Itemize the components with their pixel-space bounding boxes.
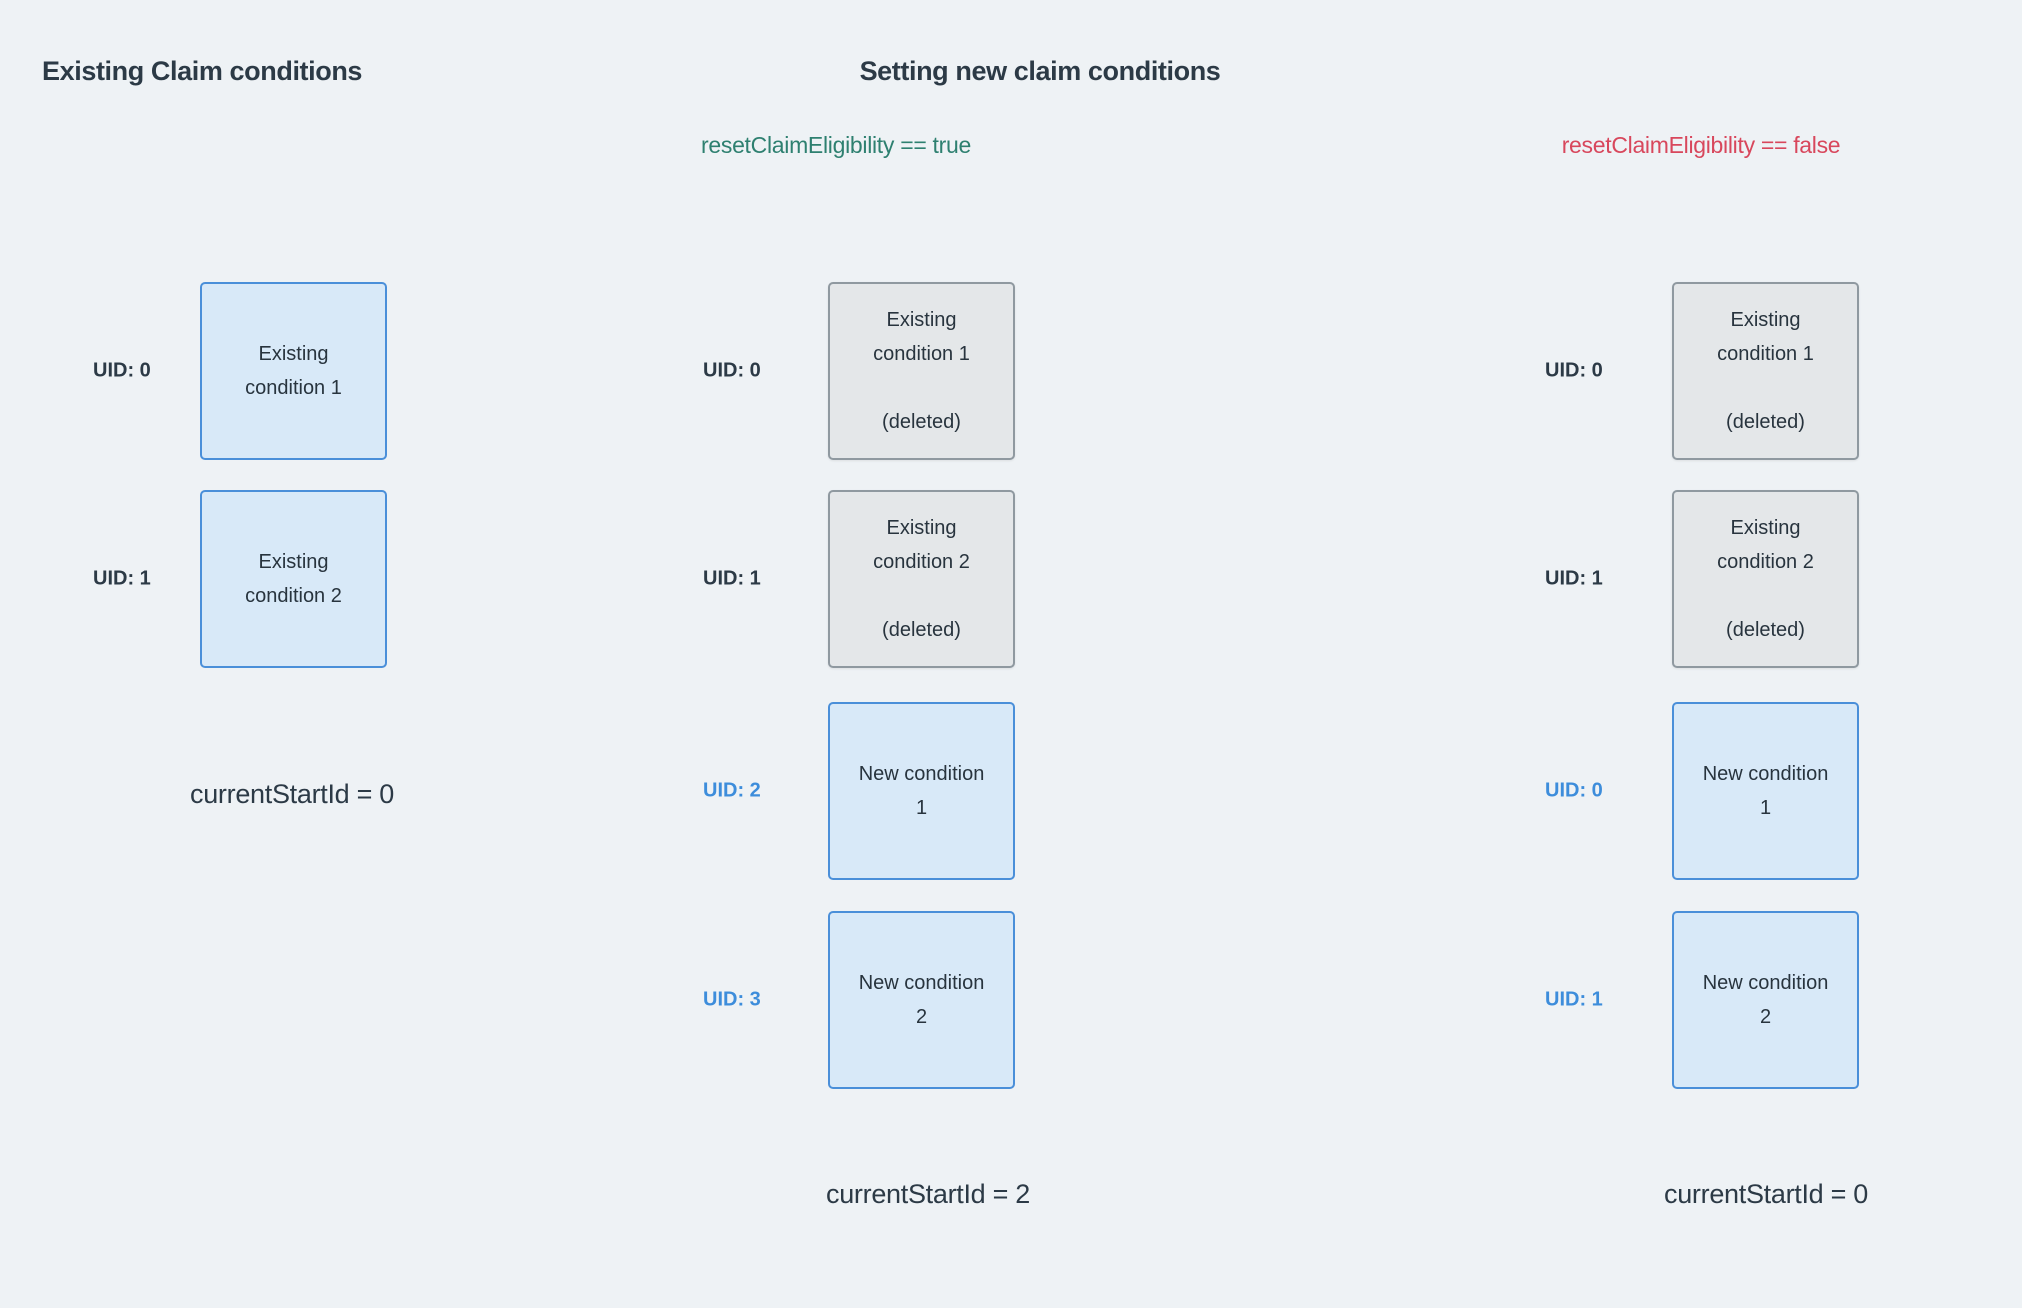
condition-line-2: condition 1 <box>873 343 970 365</box>
right-current-start-id: currentStartId = 0 <box>1664 1179 1868 1209</box>
existing-condition-1-deleted-box: Existing condition 1 (deleted) <box>828 282 1015 460</box>
new-condition-2-box: New condition 2 <box>1672 911 1859 1089</box>
condition-line-1: New condition <box>1702 972 1829 994</box>
uid-label: UID: 1 <box>1545 567 1603 590</box>
condition-line-1: Existing <box>258 343 329 365</box>
setting-new-claim-conditions-title: Setting new claim conditions <box>859 56 1221 86</box>
uid-label: UID: 0 <box>703 359 761 382</box>
deleted-label: (deleted) <box>882 619 961 641</box>
reset-claim-eligibility-false-label: resetClaimEligibility == false <box>1561 132 1841 158</box>
reset-claim-eligibility-true-label: resetClaimEligibility == true <box>701 132 971 158</box>
condition-line-1: Existing <box>1730 309 1801 331</box>
deleted-label: (deleted) <box>882 411 961 433</box>
uid-label-new: UID: 0 <box>1545 779 1603 802</box>
uid-label-new: UID: 3 <box>703 988 761 1011</box>
uid-label-new: UID: 2 <box>703 779 761 802</box>
condition-line-1: New condition <box>1702 763 1829 785</box>
existing-condition-1-box: Existing condition 1 <box>200 282 387 460</box>
condition-line-2: 1 <box>915 797 928 819</box>
new-condition-1-box: New condition 1 <box>828 702 1015 880</box>
uid-label-new: UID: 1 <box>1545 988 1603 1011</box>
left-current-start-id: currentStartId = 0 <box>190 779 394 809</box>
condition-line-1: Existing <box>886 517 957 539</box>
uid-label: UID: 0 <box>93 359 151 382</box>
condition-line-2: 2 <box>1759 1006 1772 1028</box>
existing-condition-1-deleted-box: Existing condition 1 (deleted) <box>1672 282 1859 460</box>
uid-label: UID: 1 <box>703 567 761 590</box>
uid-label: UID: 0 <box>1545 359 1603 382</box>
existing-condition-2-deleted-box: Existing condition 2 (deleted) <box>828 490 1015 668</box>
new-condition-1-box: New condition 1 <box>1672 702 1859 880</box>
condition-line-2: condition 2 <box>1717 551 1814 573</box>
deleted-label: (deleted) <box>1726 619 1805 641</box>
condition-line-1: Existing <box>1730 517 1801 539</box>
condition-line-2: 2 <box>915 1006 928 1028</box>
condition-line-2: condition 1 <box>1717 343 1814 365</box>
condition-line-1: New condition <box>858 763 985 785</box>
middle-current-start-id: currentStartId = 2 <box>826 1179 1030 1209</box>
condition-line-2: condition 2 <box>245 585 342 607</box>
new-condition-2-box: New condition 2 <box>828 911 1015 1089</box>
condition-line-2: condition 2 <box>873 551 970 573</box>
condition-line-1: Existing <box>886 309 957 331</box>
existing-claim-conditions-title: Existing Claim conditions <box>42 56 363 86</box>
condition-line-2: condition 1 <box>245 377 342 399</box>
condition-line-2: 1 <box>1759 797 1772 819</box>
existing-condition-2-box: Existing condition 2 <box>200 490 387 668</box>
condition-line-1: Existing <box>258 551 329 573</box>
condition-line-1: New condition <box>858 972 985 994</box>
deleted-label: (deleted) <box>1726 411 1805 433</box>
existing-condition-2-deleted-box: Existing condition 2 (deleted) <box>1672 490 1859 668</box>
uid-label: UID: 1 <box>93 567 151 590</box>
